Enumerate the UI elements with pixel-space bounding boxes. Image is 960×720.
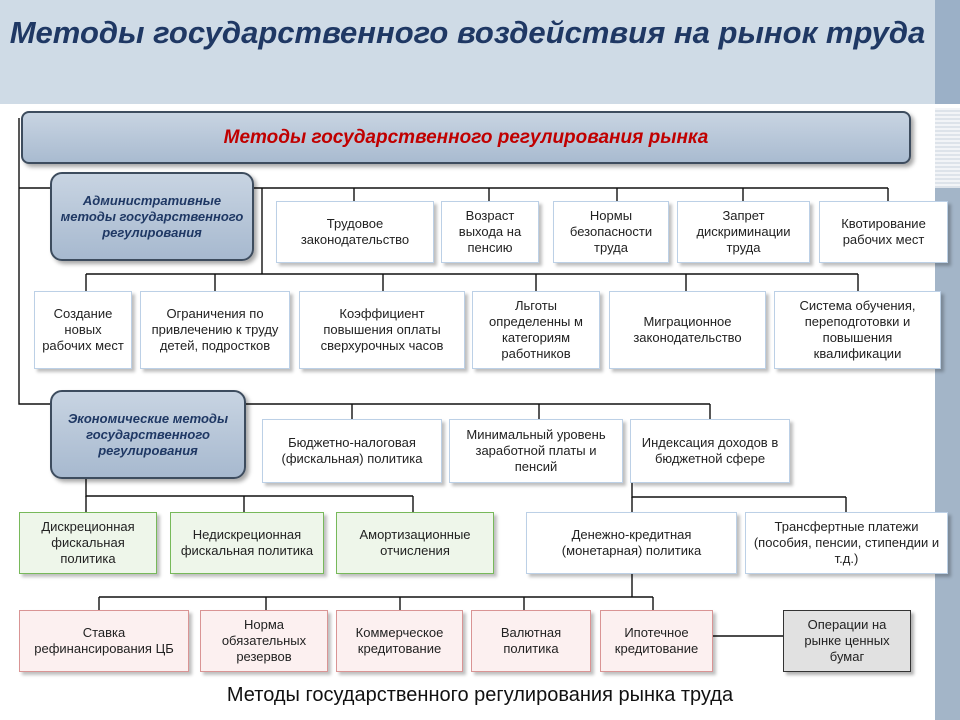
fiscal-policy-box: Дискреционная фискальная политика bbox=[19, 512, 157, 574]
diagram-caption: Методы государственного регулирования ры… bbox=[226, 684, 734, 706]
connector bbox=[631, 497, 847, 512]
connector bbox=[353, 188, 889, 201]
econ-method-box: Минимальный уровень заработной платы и п… bbox=[449, 419, 623, 483]
admin-method-box: Возраст выхода на пенсию bbox=[441, 201, 539, 263]
connector bbox=[18, 118, 50, 405]
monetary-tool-box: Норма обязательных резервов bbox=[200, 610, 328, 672]
connector bbox=[98, 597, 654, 610]
admin-method-box: Запрет дискриминации труда bbox=[677, 201, 810, 263]
decorative-strip bbox=[935, 0, 960, 104]
connector bbox=[351, 404, 711, 419]
group-label: Экономические методы государственного ре… bbox=[67, 410, 229, 458]
group-administrative: Административные методы государственного… bbox=[50, 172, 254, 261]
admin-method-box: Нормы безопасности труда bbox=[553, 201, 669, 263]
connector bbox=[85, 274, 859, 291]
econ-method-box: Индексация доходов в бюджетной сфере bbox=[630, 419, 790, 483]
slide-title: Методы государственного воздействия на р… bbox=[9, 15, 926, 50]
admin-method-box: Трудовое законодательство bbox=[276, 201, 434, 263]
monetary-tool-box: Валютная политика bbox=[471, 610, 591, 672]
title-band bbox=[0, 0, 935, 104]
group-label: Административные методы государственного… bbox=[60, 192, 244, 240]
securities-operations-box: Операции на рынке ценных бумаг bbox=[783, 610, 911, 672]
admin-method-box: Льготы определенны м категориям работник… bbox=[472, 291, 600, 369]
transfer-payments-box: Трансфертные платежи (пособия, пенсии, с… bbox=[745, 512, 948, 574]
group-economic: Экономические методы государственного ре… bbox=[50, 390, 246, 479]
admin-method-box: Система обучения, переподготовки и повыш… bbox=[774, 291, 941, 369]
monetary-tool-box: Ипотечное кредитование bbox=[600, 610, 713, 672]
admin-method-box: Квотирование рабочих мест bbox=[819, 201, 948, 263]
decorative-strip bbox=[935, 108, 960, 188]
connector bbox=[85, 496, 414, 512]
fiscal-policy-box: Недискреционная фискальная политика bbox=[170, 512, 324, 574]
fiscal-policy-box: Амортизационные отчисления bbox=[336, 512, 494, 574]
admin-method-box: Коэффициент повышения оплаты сверхурочны… bbox=[299, 291, 465, 369]
monetary-tool-box: Коммерческое кредитование bbox=[336, 610, 463, 672]
admin-method-box: Ограничения по привлечению к труду детей… bbox=[140, 291, 290, 369]
admin-method-box: Создание новых рабочих мест bbox=[34, 291, 132, 369]
admin-method-box: Миграционное законодательство bbox=[609, 291, 766, 369]
econ-method-box: Бюджетно-налоговая (фискальная) политика bbox=[262, 419, 442, 483]
monetary-policy-box: Денежно-кредитная (монетарная) политика bbox=[526, 512, 737, 574]
main-box: Методы государственного регулирования ры… bbox=[21, 111, 911, 164]
monetary-tool-box: Ставка рефинансирования ЦБ bbox=[19, 610, 189, 672]
